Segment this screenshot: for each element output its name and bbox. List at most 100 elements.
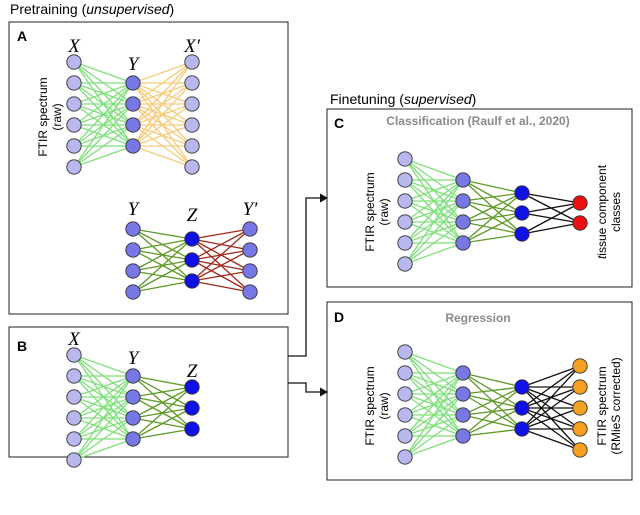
regressor-layer1-edge bbox=[404, 414, 464, 458]
classifier-layer2-edge bbox=[462, 192, 523, 244]
regressor-output-edge bbox=[521, 386, 581, 430]
regression-output-node bbox=[572, 442, 588, 458]
input-node bbox=[66, 117, 82, 133]
stacked-layer2-edge bbox=[132, 386, 193, 440]
regressor-output-edge bbox=[521, 365, 581, 388]
tissue-classes-label: tissue componentclasses bbox=[595, 164, 623, 259]
code-node bbox=[184, 400, 200, 416]
label-z-b: Z bbox=[187, 361, 198, 382]
input-node bbox=[66, 138, 82, 154]
regressor-output-edge bbox=[521, 365, 581, 409]
reconstruction-node bbox=[242, 242, 258, 258]
classifier-layer1-edge bbox=[404, 179, 464, 202]
input-node bbox=[397, 407, 413, 423]
pretrain-ae1-encoder-edge bbox=[73, 82, 134, 168]
pretrain-ae2-encoder-edge bbox=[132, 280, 193, 293]
classifier-layer1-edge bbox=[404, 242, 464, 265]
input-node bbox=[66, 452, 82, 468]
pretrain-ae1-decoder-edge bbox=[132, 61, 193, 84]
input-node bbox=[397, 386, 413, 402]
reconstruction-node bbox=[242, 221, 258, 237]
classifier-layer2-edge bbox=[462, 212, 523, 244]
pretrain-ae1-decoder-edge bbox=[132, 145, 193, 168]
regressor-output-edge bbox=[521, 428, 581, 451]
code-node bbox=[184, 273, 200, 289]
regressor-layer2-edge bbox=[462, 386, 523, 437]
stacked-layer2-edge bbox=[132, 428, 193, 440]
pretrain-ae1-decoder-edge bbox=[132, 61, 193, 147]
regressor-layer1-edge bbox=[404, 372, 464, 437]
label-x-a: X bbox=[67, 36, 81, 57]
reconstruction-node bbox=[184, 54, 200, 70]
classifier-layer1-edge bbox=[404, 179, 464, 223]
stacked-layer1-edge bbox=[73, 375, 134, 461]
input-node bbox=[397, 235, 413, 251]
hidden-node bbox=[125, 242, 141, 258]
hidden-node bbox=[125, 138, 141, 154]
regression-output-node bbox=[572, 400, 588, 416]
panel-d-letter: D bbox=[334, 309, 344, 325]
pretrain-ae2-decoder-edge bbox=[191, 280, 251, 293]
pretrain-ae1-decoder-edge bbox=[132, 61, 193, 105]
pretrain-ae2-decoder-edge bbox=[191, 228, 251, 282]
pretrain-ae2-decoder-edge bbox=[191, 228, 251, 261]
classifier-layer2-edge bbox=[462, 192, 523, 223]
pretrain-ae1-encoder-edge bbox=[73, 82, 134, 105]
hidden-node bbox=[125, 410, 141, 426]
pretrain-ae2-decoder-edge bbox=[191, 270, 251, 282]
classifier-layer1-edge bbox=[404, 179, 464, 265]
hidden-node bbox=[125, 96, 141, 112]
reconstruction-node bbox=[184, 117, 200, 133]
finetuning-heading: Finetuning (supervised) bbox=[330, 91, 476, 107]
regression-title: Regression bbox=[445, 311, 510, 325]
code-node bbox=[514, 226, 530, 242]
pretraining-heading: Pretraining (unsupervised) bbox=[10, 1, 174, 17]
label-xprime-a: X′ bbox=[183, 36, 201, 57]
regressor-layer2-edge bbox=[462, 386, 523, 395]
reconstruction-node bbox=[184, 96, 200, 112]
panel-b-letter: B bbox=[17, 338, 27, 354]
pretrain-ae2-encoder-edge bbox=[132, 228, 193, 240]
ftir-raw-label-d: FTIR spectrum(raw) bbox=[363, 366, 391, 445]
code-node bbox=[184, 421, 200, 437]
pretrain-ae2-encoder-edge bbox=[132, 238, 193, 272]
code-node bbox=[514, 379, 530, 395]
stacked-layer1-edge bbox=[73, 375, 134, 419]
input-node bbox=[66, 368, 82, 384]
label-y-a: Y bbox=[128, 54, 141, 75]
ftir-raw-label-c: FTIR spectrum(raw) bbox=[363, 172, 391, 251]
reconstruction-node bbox=[184, 75, 200, 91]
input-node bbox=[66, 389, 82, 405]
panel-a-box bbox=[8, 21, 289, 315]
arrow-icon bbox=[320, 193, 328, 203]
code-node bbox=[514, 400, 530, 416]
regressor-layer1-edge bbox=[404, 372, 464, 395]
network-edges bbox=[73, 61, 581, 461]
classifier-layer1-edge bbox=[404, 158, 464, 181]
code-node bbox=[184, 231, 200, 247]
regression-output-node bbox=[572, 358, 588, 374]
stacked-layer1-edge bbox=[73, 375, 134, 440]
pretrain-ae2-decoder-edge bbox=[191, 228, 251, 240]
hidden-node bbox=[125, 431, 141, 447]
hidden-node bbox=[125, 368, 141, 384]
pretrain-ae1-encoder-edge bbox=[73, 61, 134, 84]
reconstruction-node bbox=[242, 263, 258, 279]
pretrain-ae1-decoder-edge bbox=[132, 61, 193, 126]
classifier-layer2-edge bbox=[462, 179, 523, 194]
regressor-output-edge bbox=[521, 365, 581, 430]
regressor-layer1-edge bbox=[404, 372, 464, 458]
reconstruction-node bbox=[184, 159, 200, 175]
ftir-corrected-label: FTIR spectrum(RMieS corrected) bbox=[595, 357, 623, 454]
classifier-layer1-edge bbox=[404, 179, 464, 244]
panel-b-box bbox=[8, 326, 289, 458]
stacked-layer1-edge bbox=[73, 417, 134, 461]
regressor-layer1-edge bbox=[404, 435, 464, 458]
regressor-layer1-edge bbox=[404, 393, 464, 458]
classifier-layer2-edge bbox=[462, 192, 523, 202]
classifier-output-edge bbox=[521, 202, 581, 214]
arrow-to-regression bbox=[288, 382, 320, 393]
code-node bbox=[514, 421, 530, 437]
